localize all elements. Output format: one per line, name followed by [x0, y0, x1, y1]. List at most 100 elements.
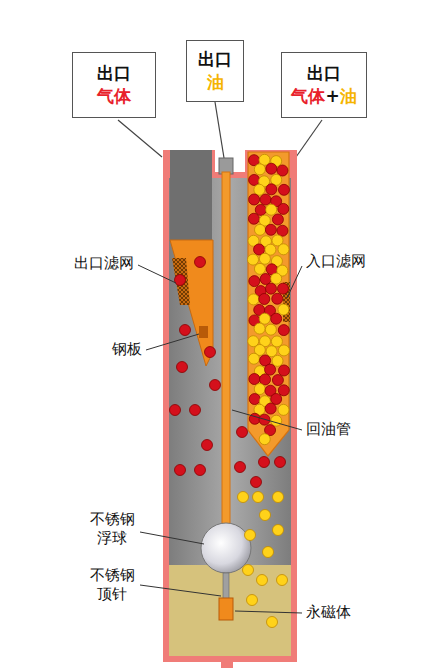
oil-droplet — [257, 575, 268, 586]
gas-droplet — [272, 293, 283, 304]
gas-droplet — [265, 403, 276, 414]
oil-droplet — [278, 404, 289, 415]
medium-name: 油 — [207, 71, 224, 94]
gas-droplet — [235, 462, 246, 473]
gas-droplet — [278, 184, 289, 195]
leader-line — [215, 102, 224, 158]
box-heading: 出口 — [97, 62, 131, 85]
oil-droplet — [254, 384, 265, 395]
outlet-box: 出口气体 — [72, 52, 156, 118]
gas-droplet — [265, 283, 276, 294]
gas-droplet — [277, 165, 288, 176]
oil-droplet — [248, 294, 259, 305]
oil-droplet — [238, 492, 249, 503]
gas-droplet — [210, 380, 221, 391]
oil-droplet — [254, 263, 265, 274]
oil-droplet — [278, 304, 289, 315]
box-heading: 出口 — [307, 62, 341, 85]
leader-line — [287, 266, 302, 298]
outlet-box: 出口油 — [186, 40, 244, 102]
oil-droplet — [271, 415, 282, 426]
drain-nub — [221, 656, 233, 668]
gas-droplet — [170, 405, 181, 416]
leader-line — [146, 334, 199, 350]
gas-droplet — [259, 293, 270, 304]
oil-droplet — [254, 184, 265, 195]
oil-droplet — [278, 345, 289, 356]
filter-mesh — [172, 258, 190, 305]
gas-droplet — [278, 385, 289, 396]
oil-droplet — [254, 224, 265, 235]
gas-outlet-tube — [170, 150, 212, 242]
gas-droplet — [195, 257, 206, 268]
return-tube — [222, 172, 230, 532]
gas-droplet — [265, 364, 276, 375]
oil-droplet — [254, 323, 265, 334]
leader-line — [140, 585, 221, 596]
gas-droplet — [249, 276, 260, 287]
leader-line — [235, 611, 302, 613]
part-label: 不锈钢 顶针 — [86, 566, 138, 604]
gas-droplet — [271, 313, 282, 324]
gas-droplet — [277, 283, 288, 294]
oil-droplet — [245, 530, 256, 541]
medium-name: 气体+油 — [291, 85, 356, 108]
outlet-box: 出口气体+油 — [281, 52, 367, 118]
gas-droplet — [249, 374, 260, 385]
gas-droplet — [266, 163, 277, 174]
leader-line — [138, 265, 176, 283]
oil-droplet — [266, 346, 277, 357]
part-label: 回油管 — [304, 420, 353, 439]
oil-droplet — [248, 254, 259, 265]
part-label: 永磁体 — [304, 603, 353, 622]
gas-droplet — [265, 224, 276, 235]
oil-droplet — [272, 355, 283, 366]
oil-droplet — [271, 273, 282, 284]
leader-line — [140, 532, 204, 544]
gas-droplet — [272, 214, 283, 225]
gas-droplet — [278, 365, 289, 376]
gas-droplet — [202, 440, 213, 451]
oil-droplet — [263, 547, 274, 558]
gas-droplet — [275, 457, 286, 468]
outlet-filter — [170, 240, 213, 366]
gas-droplet — [190, 405, 201, 416]
gas-droplet — [177, 362, 188, 373]
oil-droplet — [265, 324, 276, 335]
gas-droplet — [278, 325, 289, 336]
float-ball — [201, 523, 251, 573]
oil-droplet — [247, 595, 258, 606]
gas-droplet — [266, 184, 277, 195]
droplets — [170, 154, 290, 627]
gas-droplet — [175, 465, 186, 476]
gas-droplet — [237, 427, 248, 438]
gas-droplet — [260, 374, 271, 385]
gas-droplet — [277, 225, 288, 236]
oil-droplet — [267, 617, 278, 628]
magnet — [219, 598, 233, 620]
gas-droplet — [205, 347, 216, 358]
gas-droplet — [259, 457, 270, 468]
gas-droplet — [175, 275, 186, 286]
oil-droplet — [259, 253, 270, 264]
oil-droplet — [259, 313, 270, 324]
gas-droplet — [249, 394, 260, 405]
gas-droplet — [272, 375, 283, 386]
oil-droplet — [266, 204, 277, 215]
leader-line — [232, 410, 302, 430]
oil-droplet — [273, 492, 284, 503]
oil-droplet — [277, 575, 288, 586]
steel-plate — [199, 326, 208, 338]
part-label: 入口滤网 — [304, 252, 368, 271]
needle — [223, 573, 229, 599]
gas-droplet — [278, 203, 289, 214]
housing — [163, 172, 297, 662]
gas-droplet — [195, 465, 206, 476]
leader-line — [118, 120, 162, 157]
gas-droplet — [260, 274, 271, 285]
leader-line — [296, 120, 322, 157]
part-label: 不锈钢 浮球 — [86, 510, 138, 548]
box-heading: 出口 — [198, 48, 232, 71]
gas-droplet — [260, 194, 271, 205]
oil-droplet — [253, 492, 264, 503]
